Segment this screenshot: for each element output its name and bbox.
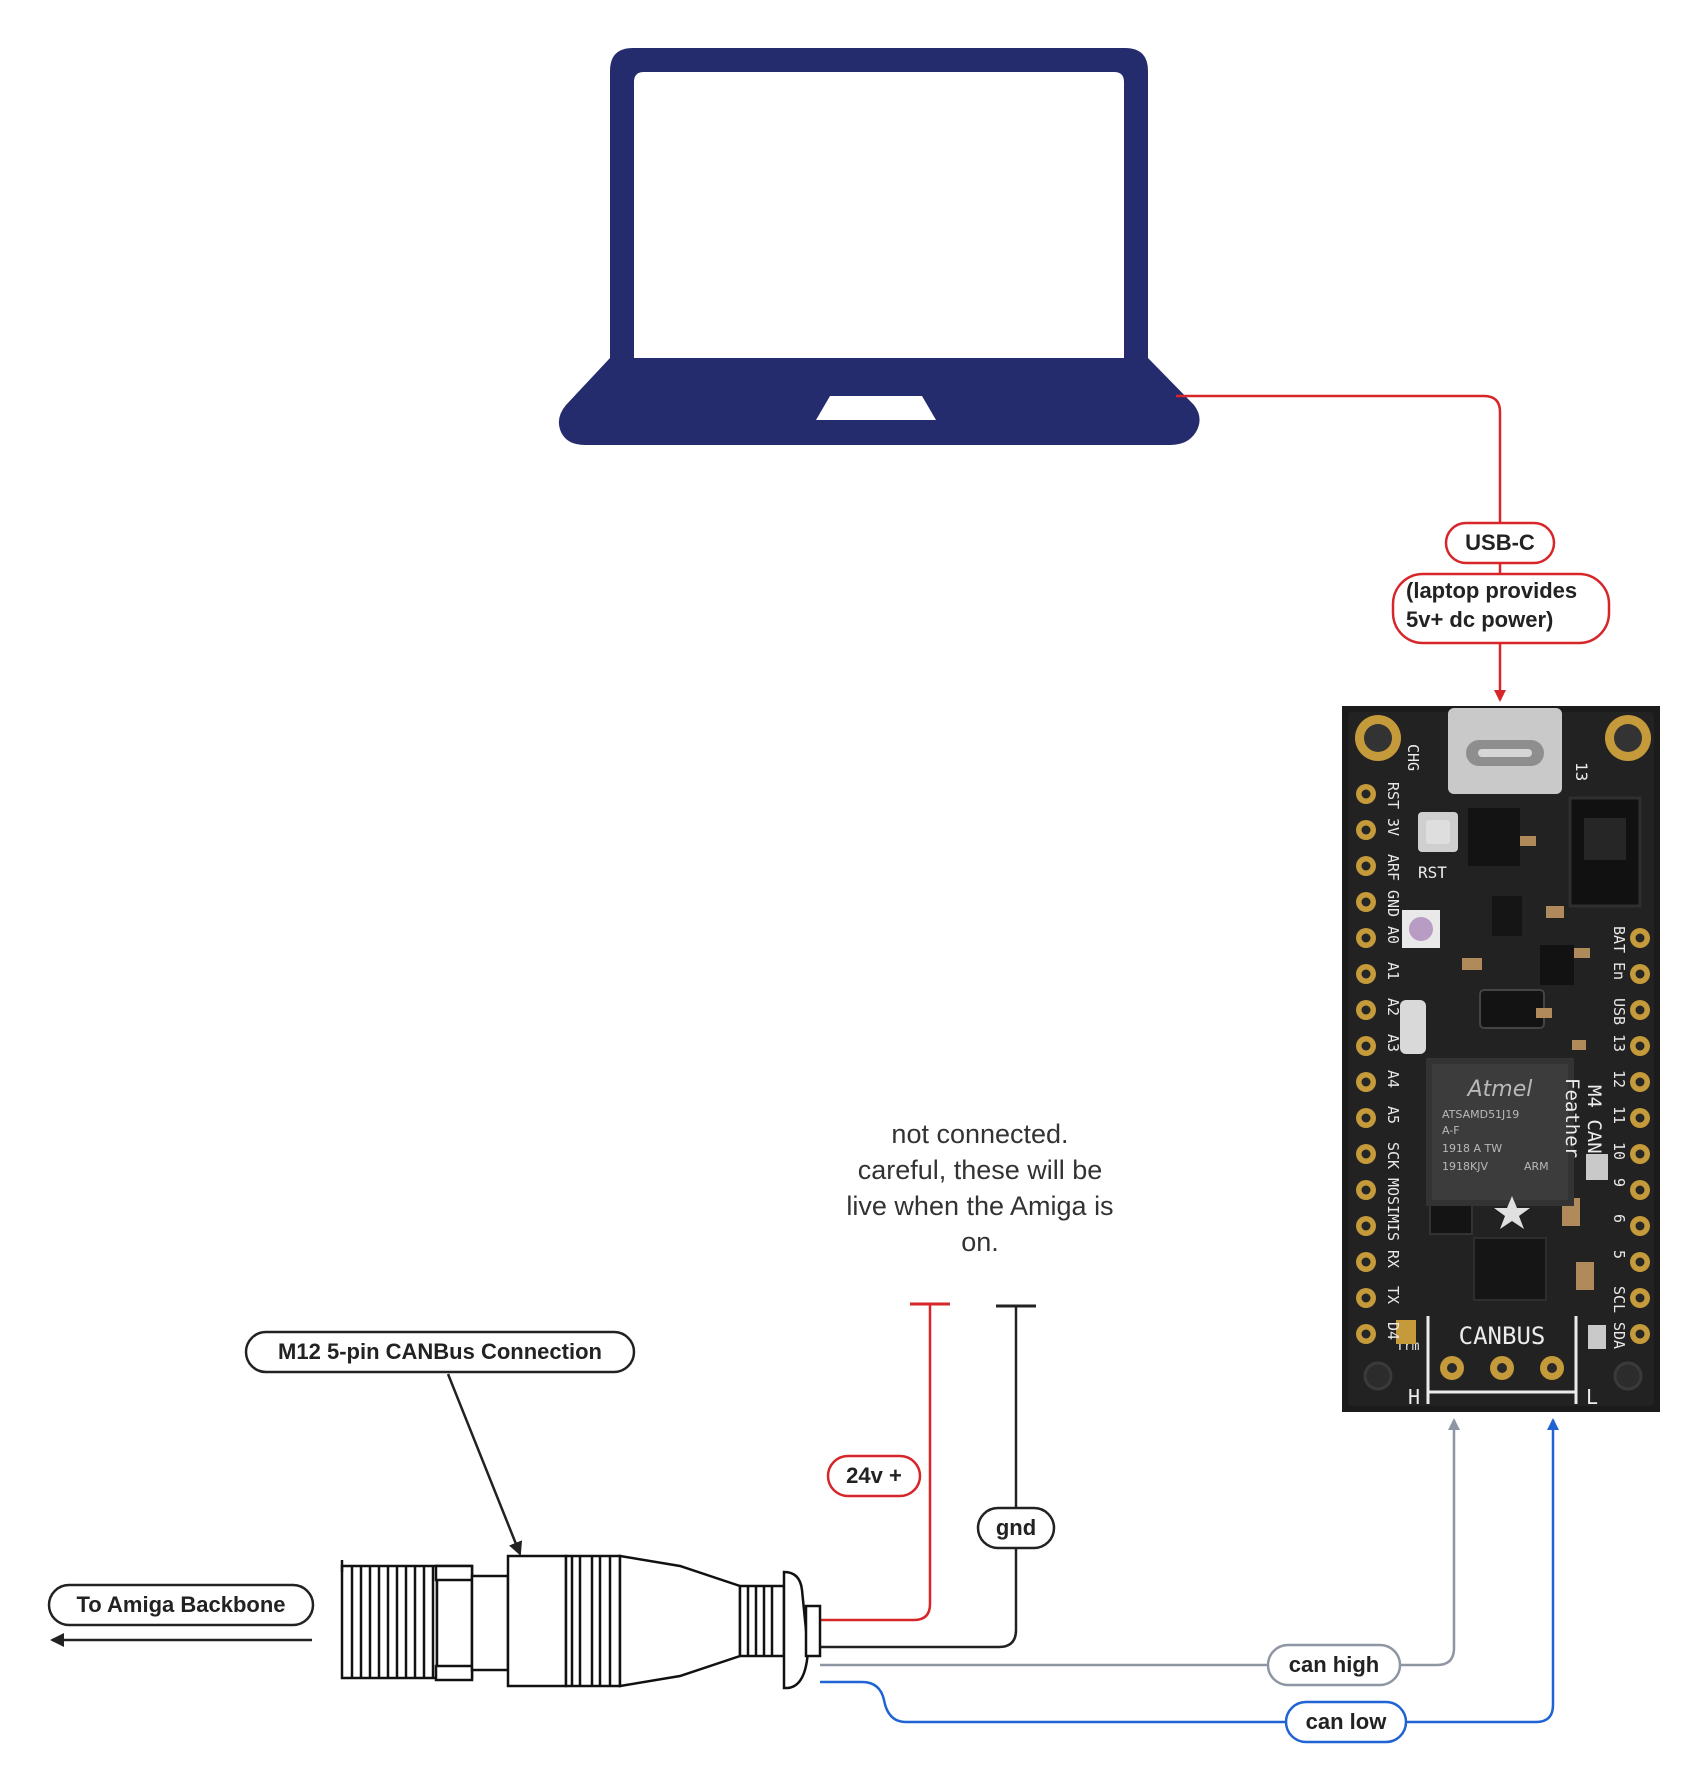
pin-label: ARF xyxy=(1384,854,1402,881)
pin-label: BAT xyxy=(1610,926,1628,953)
not-connected-note: not connected. careful, these will be li… xyxy=(846,1119,1113,1257)
laptop-power-label: (laptop provides 5v+ dc power) xyxy=(1393,574,1609,643)
laptop-icon xyxy=(559,48,1200,445)
pin-label: SDA xyxy=(1610,1322,1628,1349)
svg-text:USB-C: USB-C xyxy=(1465,530,1535,555)
pin-label: A1 xyxy=(1384,962,1402,980)
svg-text:M12 5-pin CANBus Connection: M12 5-pin CANBus Connection xyxy=(278,1339,602,1364)
label-gnd: gnd xyxy=(978,1508,1054,1548)
usb-c-label: USB-C xyxy=(1446,523,1554,563)
svg-text:13: 13 xyxy=(1572,762,1591,781)
label-can-high: can high xyxy=(1268,1645,1400,1685)
pin-label: A0 xyxy=(1384,926,1402,944)
svg-text:1918KJV: 1918KJV xyxy=(1442,1160,1488,1173)
pin-label: MOSI xyxy=(1384,1178,1402,1214)
pin-label: RX xyxy=(1384,1250,1402,1268)
m12-pointer-arrow xyxy=(448,1374,520,1554)
pin-label: En xyxy=(1610,962,1628,980)
svg-text:Atmel: Atmel xyxy=(1466,1077,1533,1102)
svg-text:RST: RST xyxy=(1418,863,1447,882)
svg-text:ATSAMD51J19: ATSAMD51J19 xyxy=(1442,1108,1519,1121)
to-amiga-backbone-label: To Amiga Backbone xyxy=(49,1585,313,1625)
svg-text:24v +: 24v + xyxy=(846,1463,902,1488)
svg-text:Feather: Feather xyxy=(1561,1078,1583,1158)
pin-label: A5 xyxy=(1384,1106,1402,1124)
pin-label: 6 xyxy=(1610,1214,1628,1223)
pin-label: USB xyxy=(1610,998,1628,1025)
label-24v: 24v + xyxy=(828,1456,920,1496)
svg-text:CHG: CHG xyxy=(1404,744,1422,771)
label-can-low: can low xyxy=(1286,1702,1406,1742)
svg-text:ARM: ARM xyxy=(1524,1160,1549,1173)
m12-connector xyxy=(342,1556,820,1688)
svg-text:careful, these will be: careful, these will be xyxy=(858,1155,1103,1185)
svg-text:can low: can low xyxy=(1306,1709,1388,1734)
wire-can-high xyxy=(820,1420,1454,1665)
pin-label: A4 xyxy=(1384,1070,1402,1088)
pin-label: 5 xyxy=(1610,1250,1628,1259)
pin-label: TX xyxy=(1384,1286,1402,1304)
pin-label: SCL xyxy=(1610,1286,1628,1313)
pin-label: 3V xyxy=(1384,818,1402,836)
svg-text:on.: on. xyxy=(961,1227,999,1257)
feather-m4-can-board: Atmel ATSAMD51J19 A-F 1918 A TW 1918KJV … xyxy=(1342,706,1660,1412)
pin-label: 13 xyxy=(1610,1034,1628,1052)
pin-label: A2 xyxy=(1384,998,1402,1016)
svg-text:To Amiga Backbone: To Amiga Backbone xyxy=(76,1592,285,1617)
svg-text:A-F: A-F xyxy=(1442,1124,1460,1137)
svg-text:1918 A TW: 1918 A TW xyxy=(1442,1142,1502,1155)
pin-label: 9 xyxy=(1610,1178,1628,1187)
svg-text:(laptop provides: (laptop provides xyxy=(1406,578,1577,603)
svg-text:not connected.: not connected. xyxy=(891,1119,1068,1149)
pin-label: GND xyxy=(1384,890,1402,917)
atmel-microcontroller: Atmel ATSAMD51J19 A-F 1918 A TW 1918KJV … xyxy=(1426,1058,1574,1206)
svg-text:gnd: gnd xyxy=(996,1515,1036,1540)
pin-label: SCK xyxy=(1384,1142,1402,1169)
svg-text:L: L xyxy=(1586,1385,1598,1409)
pin-label: 12 xyxy=(1610,1070,1628,1088)
svg-text:can high: can high xyxy=(1289,1652,1379,1677)
pin-label: D4 xyxy=(1384,1322,1402,1340)
pin-label: 10 xyxy=(1610,1142,1628,1160)
pin-label: MIS xyxy=(1384,1214,1402,1241)
pin-label: RST xyxy=(1384,782,1402,809)
svg-text:5v+ dc power): 5v+ dc power) xyxy=(1406,607,1553,632)
svg-text:CANBUS: CANBUS xyxy=(1459,1322,1546,1350)
pin-label: A3 xyxy=(1384,1034,1402,1052)
svg-text:live when the Amiga is: live when the Amiga is xyxy=(846,1191,1113,1221)
svg-text:H: H xyxy=(1408,1385,1420,1409)
svg-text:M4 CAN: M4 CAN xyxy=(1583,1085,1605,1154)
m12-connection-label: M12 5-pin CANBus Connection xyxy=(246,1332,634,1372)
pin-label: 11 xyxy=(1610,1106,1628,1124)
